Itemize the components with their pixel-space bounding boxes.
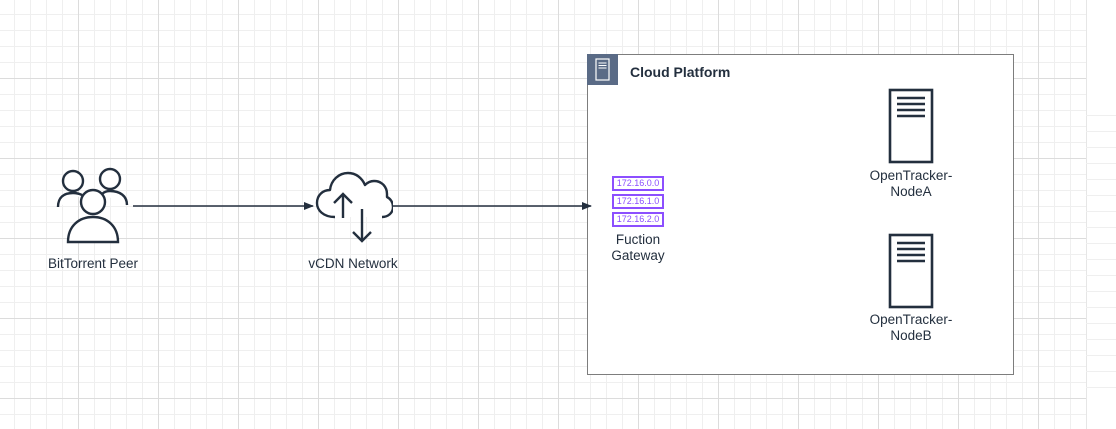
users-icon (56, 167, 129, 244)
opentracker-node-b[interactable] (888, 233, 934, 314)
opentracker-node-a[interactable] (888, 88, 934, 169)
bittorrent-peer-node[interactable] (53, 165, 133, 252)
server-rack-icon (587, 54, 618, 85)
subnet-ip-1: 172.16.1.0 (612, 194, 664, 209)
peer-label: BitTorrent Peer (47, 256, 139, 271)
gateway-label: Fuction Gateway (611, 232, 665, 263)
node-a-label: OpenTracker- NodeA (869, 168, 953, 199)
canvas-edge-grid (1086, 101, 1116, 401)
subnet-icon[interactable]: 172.16.0.0 172.16.1.0 172.16.2.0 (610, 174, 666, 230)
subnet-ip-0: 172.16.0.0 (612, 176, 664, 191)
node-b-label: OpenTracker- NodeB (869, 312, 953, 343)
subnet-ip-2: 172.16.2.0 (612, 212, 664, 227)
vcdn-network-node[interactable] (313, 168, 395, 251)
group-title: Cloud Platform (630, 64, 731, 80)
server-icon (888, 233, 934, 309)
cloud-upload-download-icon (315, 171, 395, 243)
cdn-label: vCDN Network (308, 256, 398, 271)
server-icon (888, 88, 934, 164)
